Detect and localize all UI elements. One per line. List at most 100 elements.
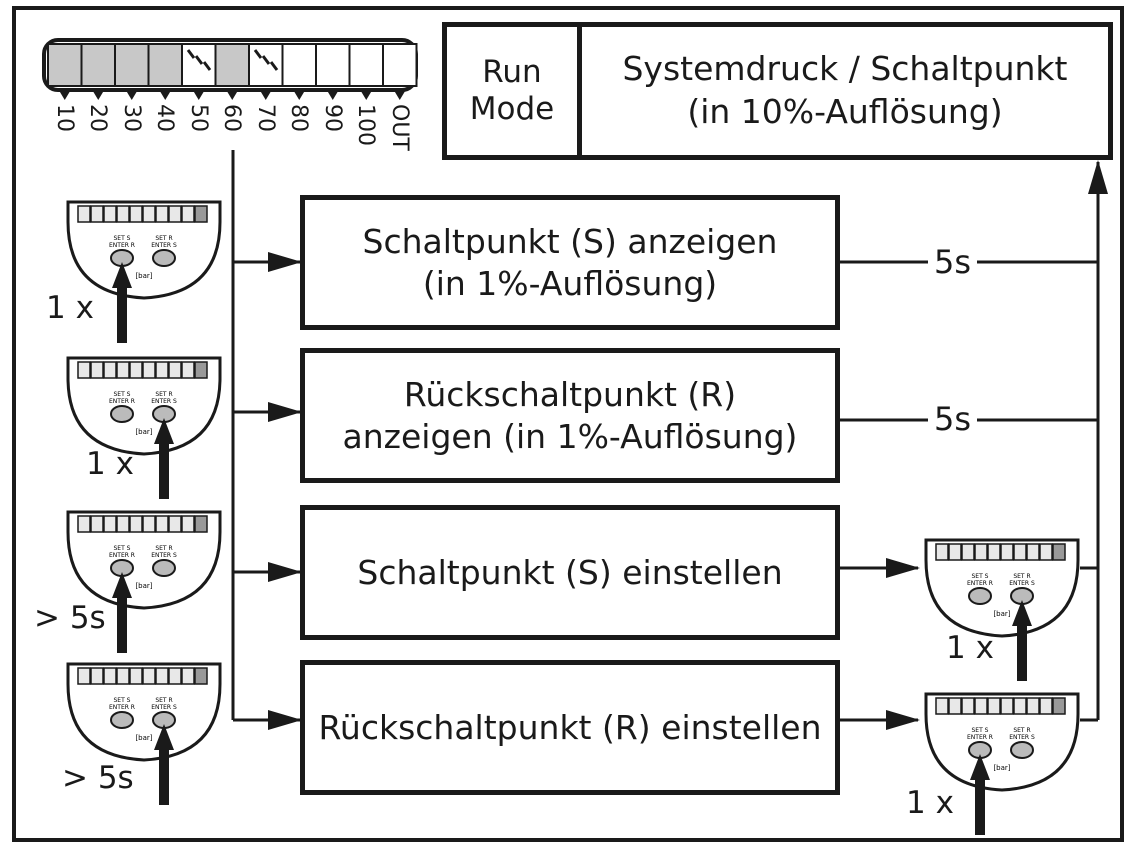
- svg-text:SET S: SET S: [114, 391, 131, 398]
- scale-label: 40: [152, 104, 178, 132]
- led-cell: [382, 43, 418, 87]
- led-cell: [348, 43, 384, 87]
- svg-text:ENTER R: ENTER R: [967, 580, 993, 587]
- led-marker: [259, 90, 272, 100]
- svg-text:SET S: SET S: [114, 697, 131, 704]
- scale-label: OUT: [386, 104, 412, 151]
- blink-stroke: [253, 49, 263, 59]
- svg-text:ENTER S: ENTER S: [1009, 580, 1035, 587]
- svg-text:SET S: SET S: [972, 573, 989, 580]
- svg-text:ENTER R: ENTER R: [109, 704, 135, 711]
- device-illustration: SET S ENTER R SET R ENTER S [bar]: [924, 538, 1080, 681]
- step-1-line2: (in 1%-Auflösung): [422, 263, 718, 303]
- led-cell: [214, 43, 250, 87]
- press-label-3: > 5s: [34, 600, 106, 636]
- svg-text:ENTER R: ENTER R: [109, 552, 135, 559]
- step-4-line1: Rückschaltpunkt (R) einstellen: [318, 707, 822, 747]
- led-scale: [42, 38, 418, 100]
- scale-label: 50: [185, 104, 211, 132]
- step-2-line1: Rückschaltpunkt (R): [403, 375, 737, 415]
- scale-label: 20: [85, 104, 111, 132]
- device-illustration: SET S ENTER R SET R ENTER S [bar]: [66, 356, 222, 499]
- svg-text:SET S: SET S: [114, 235, 131, 242]
- step-box-1: Schaltpunkt (S) anzeigen (in 1%-Auflösun…: [300, 195, 840, 330]
- blink-stroke: [186, 49, 196, 59]
- svg-text:ENTER R: ENTER R: [967, 734, 993, 741]
- svg-text:ENTER S: ENTER S: [151, 398, 177, 405]
- led-marker: [393, 90, 406, 100]
- svg-text:SET S: SET S: [972, 727, 989, 734]
- system-pressure-box: Systemdruck / Schaltpunkt (in 10%-Auflös…: [577, 22, 1113, 160]
- blink-stroke: [194, 55, 204, 65]
- led-cell: [315, 43, 351, 87]
- led-cell: [248, 43, 284, 87]
- svg-text:ENTER R: ENTER R: [109, 242, 135, 249]
- scale-label: 90: [319, 104, 345, 132]
- step-box-2: Rückschaltpunkt (R) anzeigen (in 1%-Aufl…: [300, 348, 840, 483]
- device-illustration: SET S ENTER R SET R ENTER S [bar]: [66, 200, 222, 343]
- svg-text:SET S: SET S: [114, 545, 131, 552]
- led-marker: [226, 90, 239, 100]
- svg-text:[bar]: [bar]: [135, 734, 152, 742]
- led-marker: [360, 90, 373, 100]
- step-box-3: Schaltpunkt (S) einstellen: [300, 505, 840, 640]
- svg-text:ENTER S: ENTER S: [151, 552, 177, 559]
- led-cell: [47, 43, 83, 87]
- led-marker: [125, 90, 138, 100]
- scale-label: 100: [353, 104, 379, 146]
- blink-stroke: [202, 61, 212, 71]
- step-2-line2: anzeigen (in 1%-Auflösung): [342, 416, 798, 456]
- led-marker: [326, 90, 339, 100]
- press-label-1: 1 x: [46, 290, 94, 326]
- svg-text:SET R: SET R: [155, 545, 172, 552]
- svg-text:[bar]: [bar]: [135, 428, 152, 436]
- svg-text:ENTER S: ENTER S: [1009, 734, 1035, 741]
- svg-text:SET R: SET R: [155, 235, 172, 242]
- delay-label-2: 5s: [928, 400, 978, 438]
- step-box-4: Rückschaltpunkt (R) einstellen: [300, 660, 840, 795]
- run-mode-line2: Mode: [469, 91, 555, 127]
- led-cell: [181, 43, 217, 87]
- svg-text:[bar]: [bar]: [135, 582, 152, 590]
- run-mode-box: Run Mode: [442, 22, 582, 160]
- delay-label-1: 5s: [928, 243, 978, 281]
- svg-text:[bar]: [bar]: [993, 764, 1010, 772]
- led-marker: [293, 90, 306, 100]
- led-marker: [159, 90, 172, 100]
- svg-text:SET R: SET R: [1013, 727, 1030, 734]
- led-cell: [80, 43, 116, 87]
- svg-text:ENTER S: ENTER S: [151, 242, 177, 249]
- svg-text:ENTER R: ENTER R: [109, 398, 135, 405]
- led-cell: [147, 43, 183, 87]
- svg-text:[bar]: [bar]: [993, 610, 1010, 618]
- system-line1: Systemdruck / Schaltpunkt: [622, 49, 1068, 89]
- led-marker: [92, 90, 105, 100]
- led-cell: [281, 43, 317, 87]
- led-marker: [192, 90, 205, 100]
- press-label-4: > 5s: [62, 760, 134, 796]
- svg-text:[bar]: [bar]: [135, 272, 152, 280]
- blink-stroke: [269, 61, 279, 71]
- device-illustration: SET S ENTER R SET R ENTER S [bar]: [924, 692, 1080, 835]
- press-label-2: 1 x: [86, 446, 134, 482]
- scale-label: 30: [118, 104, 144, 132]
- diagram-frame: [12, 6, 1124, 842]
- confirm-press-label-3: 1 x: [946, 630, 994, 666]
- device-illustration: SET S ENTER R SET R ENTER S [bar]: [66, 662, 222, 805]
- step-1-line1: Schaltpunkt (S) anzeigen: [362, 222, 778, 262]
- step-3-line1: Schaltpunkt (S) einstellen: [357, 552, 783, 592]
- svg-text:SET R: SET R: [155, 391, 172, 398]
- led-marker: [58, 90, 71, 100]
- svg-text:SET R: SET R: [1013, 573, 1030, 580]
- scale-label: 80: [286, 104, 312, 132]
- svg-text:ENTER S: ENTER S: [151, 704, 177, 711]
- scale-label: 60: [219, 104, 245, 132]
- system-line2: (in 10%-Auflösung): [687, 92, 1003, 131]
- device-illustration: SET S ENTER R SET R ENTER S [bar]: [66, 510, 222, 653]
- run-mode-line1: Run: [482, 53, 542, 90]
- scale-label: 70: [252, 104, 278, 132]
- confirm-press-label-4: 1 x: [906, 785, 954, 821]
- svg-text:SET R: SET R: [155, 697, 172, 704]
- led-cell: [114, 43, 150, 87]
